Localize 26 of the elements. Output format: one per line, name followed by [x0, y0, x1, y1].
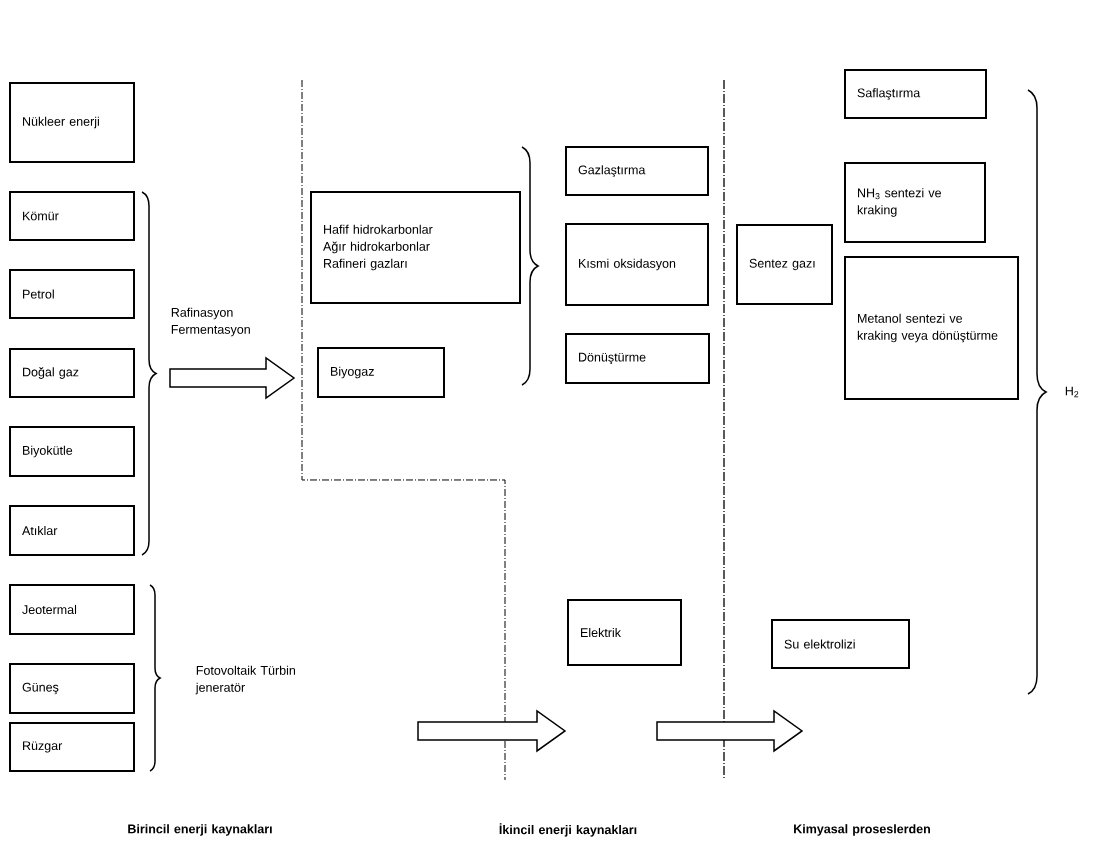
text-box: Doğal gaz — [9, 348, 135, 398]
column-heading: Birincil enerji kaynakları — [128, 824, 272, 836]
text-box: Hafif hidrokarbonlar Ağır hidrokarbonlar Rafineri gazları — [310, 191, 521, 304]
text-box: NH$_{3}$ sentezi ve kraking — [844, 162, 986, 243]
text-box: Biyokütle — [9, 426, 135, 477]
text-box: Gazlaştırma — [565, 146, 709, 196]
text-box: Jeotermal — [9, 584, 135, 635]
column-heading: Kimyasal proseslerden — [794, 824, 930, 836]
text-box: Metanol sentezi ve kraking veya dönüştürme — [844, 256, 1019, 400]
text-box: Rüzgar — [9, 722, 135, 772]
text-box: Su elektrolizi — [771, 619, 910, 669]
process-label: Rafinasyon Fermentasyon — [171, 307, 250, 337]
text-box: Sentez gazı — [736, 224, 833, 305]
text-box: Güneş — [9, 663, 135, 714]
text-box: Saflaştırma — [844, 69, 987, 119]
text-box: Elektrik — [567, 599, 682, 666]
text-box: Kömür — [9, 191, 135, 241]
process-label: Fotovoltaik Türbin jeneratör — [195, 665, 295, 695]
text-box: Dönüştürme — [565, 333, 710, 384]
text-box: Kısmi oksidasyon — [565, 223, 709, 306]
text-box: Atıklar — [9, 505, 135, 556]
text-box: Biyogaz — [317, 347, 445, 398]
text-box: Petrol — [9, 269, 135, 319]
text-box: Nükleer enerji — [9, 82, 135, 163]
process-label: H$_{2}$ — [1065, 386, 1079, 398]
column-heading: İkincil enerji kaynakları — [499, 823, 637, 837]
